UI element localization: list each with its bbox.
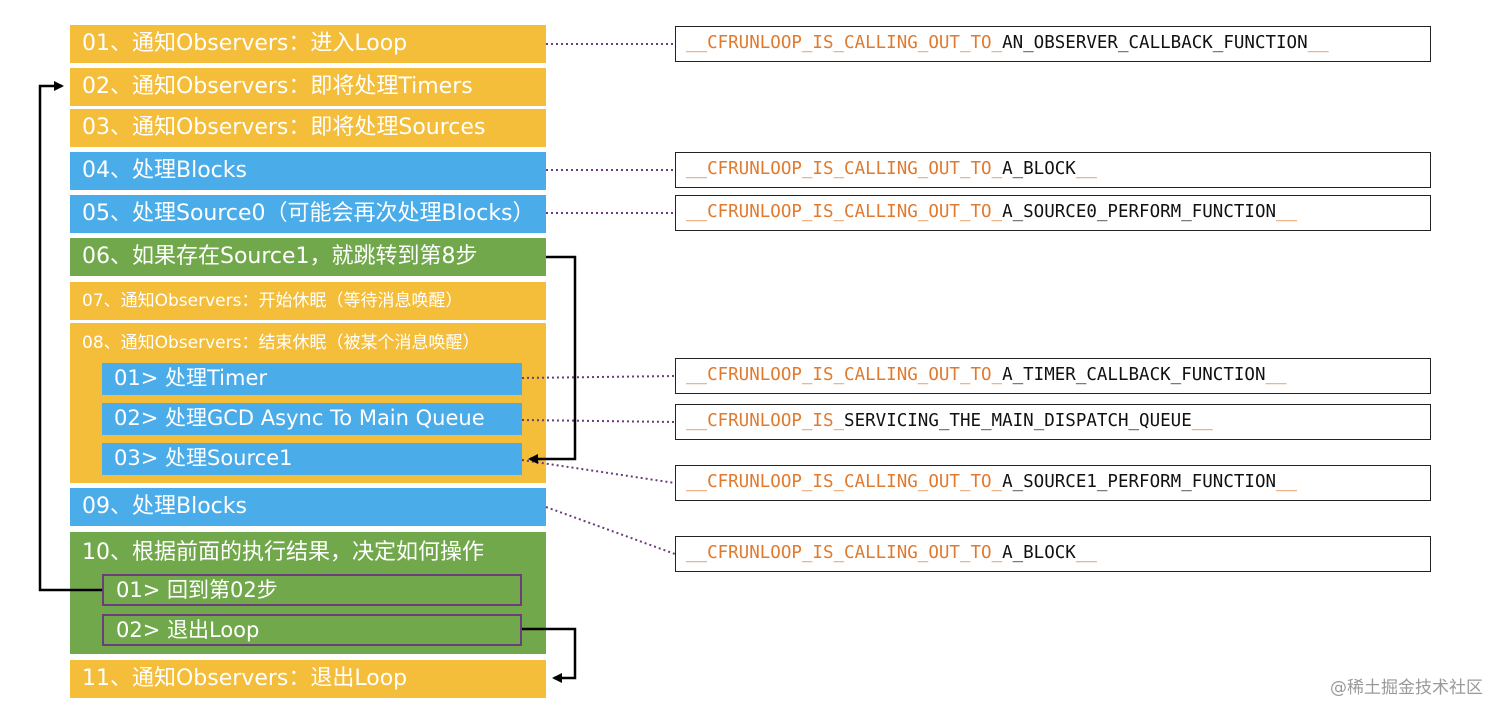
function-box-source0: __CFRUNLOOP_IS_CALLING_OUT_TO_A_SOURCE0_… — [675, 195, 1431, 231]
function-suffix: __ — [1276, 202, 1298, 222]
step-06: 06、如果存在Source1，就跳转到第8步 — [70, 238, 546, 276]
function-name: A_BLOCK — [1002, 159, 1076, 179]
function-box-source1: __CFRUNLOOP_IS_CALLING_OUT_TO_A_SOURCE1_… — [675, 465, 1431, 501]
function-prefix: __CFRUNLOOP_IS_CALLING_OUT_TO_ — [686, 365, 1003, 385]
function-name: A_SOURCE0_PERFORM_FUNCTION — [1002, 202, 1277, 222]
exit-loop-arrow — [522, 627, 577, 683]
step-11-label: 11、通知Observers：退出Loop — [82, 666, 408, 691]
function-box-observer-callback: __CFRUNLOOP_IS_CALLING_OUT_TO_AN_OBSERVE… — [675, 26, 1431, 62]
step-10-sub-01-label: 01> 回到第02步 — [116, 578, 278, 602]
step-02: 02、通知Observers：即将处理Timers — [70, 68, 546, 106]
step-10-sub-02: 02> 退出Loop — [102, 614, 522, 646]
function-box-main-dispatch-queue: __CFRUNLOOP_IS_SERVICING_THE_MAIN_DISPAT… — [675, 404, 1431, 440]
function-box-block-2: __CFRUNLOOP_IS_CALLING_OUT_TO_A_BLOCK__ — [675, 536, 1431, 572]
back-to-step2-arrow — [38, 81, 102, 592]
function-suffix: __ — [1307, 33, 1329, 53]
step-08-sub-01-label: 01> 处理Timer — [114, 366, 268, 390]
step-09-label: 09、处理Blocks — [82, 494, 247, 519]
function-name: AN_OBSERVER_CALLBACK_FUNCTION — [1002, 33, 1308, 53]
step-04: 04、处理Blocks — [70, 152, 546, 190]
step-04-label: 04、处理Blocks — [82, 158, 247, 183]
step-01-label: 01、通知Observers：进入Loop — [82, 31, 408, 56]
function-suffix: __ — [1265, 365, 1287, 385]
step-08-label: 08、通知Observers：结束休眠（被某个消息唤醒） — [82, 333, 480, 353]
step-10-sub-02-label: 02> 退出Loop — [116, 618, 260, 642]
step-03-label: 03、通知Observers：即将处理Sources — [82, 115, 486, 140]
step-05-label: 05、处理Source0（可能会再次处理Blocks） — [82, 201, 535, 226]
function-name: A_BLOCK — [1002, 543, 1076, 563]
step-11: 11、通知Observers：退出Loop — [70, 660, 546, 698]
dotted-connector — [545, 506, 676, 555]
dotted-connector — [521, 459, 676, 484]
function-prefix: __CFRUNLOOP_IS_CALLING_OUT_TO_ — [686, 472, 1003, 492]
function-box-block: __CFRUNLOOP_IS_CALLING_OUT_TO_A_BLOCK__ — [675, 152, 1431, 188]
function-name: A_TIMER_CALLBACK_FUNCTION — [1002, 365, 1266, 385]
step-02-label: 02、通知Observers：即将处理Timers — [82, 74, 473, 99]
step-09: 09、处理Blocks — [70, 488, 546, 526]
function-box-timer-callback: __CFRUNLOOP_IS_CALLING_OUT_TO_A_TIMER_CA… — [675, 358, 1431, 394]
function-name: A_SOURCE1_PERFORM_FUNCTION — [1002, 472, 1277, 492]
step-08-sub-03-label: 03> 处理Source1 — [114, 446, 293, 470]
function-suffix: __ — [1075, 543, 1097, 563]
dotted-connector — [521, 419, 676, 423]
function-prefix: __CFRUNLOOP_IS_ — [686, 411, 845, 431]
step-08-sub-03: 03> 处理Source1 — [102, 443, 522, 475]
function-name: SERVICING_THE_MAIN_DISPATCH_QUEUE — [844, 411, 1192, 431]
function-suffix: __ — [1191, 411, 1213, 431]
step-03: 03、通知Observers：即将处理Sources — [70, 109, 546, 147]
function-suffix: __ — [1075, 159, 1097, 179]
step-06-label: 06、如果存在Source1，就跳转到第8步 — [82, 244, 478, 269]
jump-to-step8-arrow — [528, 255, 577, 464]
step-07-label: 07、通知Observers：开始休眠（等待消息唤醒） — [82, 291, 463, 311]
step-10-sub-01: 01> 回到第02步 — [102, 574, 522, 606]
function-prefix: __CFRUNLOOP_IS_CALLING_OUT_TO_ — [686, 33, 1003, 53]
step-08-sub-02-label: 02> 处理GCD Async To Main Queue — [114, 406, 485, 430]
function-prefix: __CFRUNLOOP_IS_CALLING_OUT_TO_ — [686, 202, 1003, 222]
step-08-sub-02: 02> 处理GCD Async To Main Queue — [102, 403, 522, 435]
function-prefix: __CFRUNLOOP_IS_CALLING_OUT_TO_ — [686, 543, 1003, 563]
watermark: @稀土掘金技术社区 — [1330, 678, 1483, 698]
function-suffix: __ — [1276, 472, 1298, 492]
function-prefix: __CFRUNLOOP_IS_CALLING_OUT_TO_ — [686, 159, 1003, 179]
step-07: 07、通知Observers：开始休眠（等待消息唤醒） — [70, 282, 546, 320]
step-10: 10、根据前面的执行结果，决定如何操作 — [70, 532, 546, 654]
step-01: 01、通知Observers：进入Loop — [70, 25, 546, 63]
step-10-label: 10、根据前面的执行结果，决定如何操作 — [82, 540, 484, 565]
step-08-sub-01: 01> 处理Timer — [102, 363, 522, 395]
step-05: 05、处理Source0（可能会再次处理Blocks） — [70, 195, 546, 233]
dotted-connector — [521, 375, 676, 379]
